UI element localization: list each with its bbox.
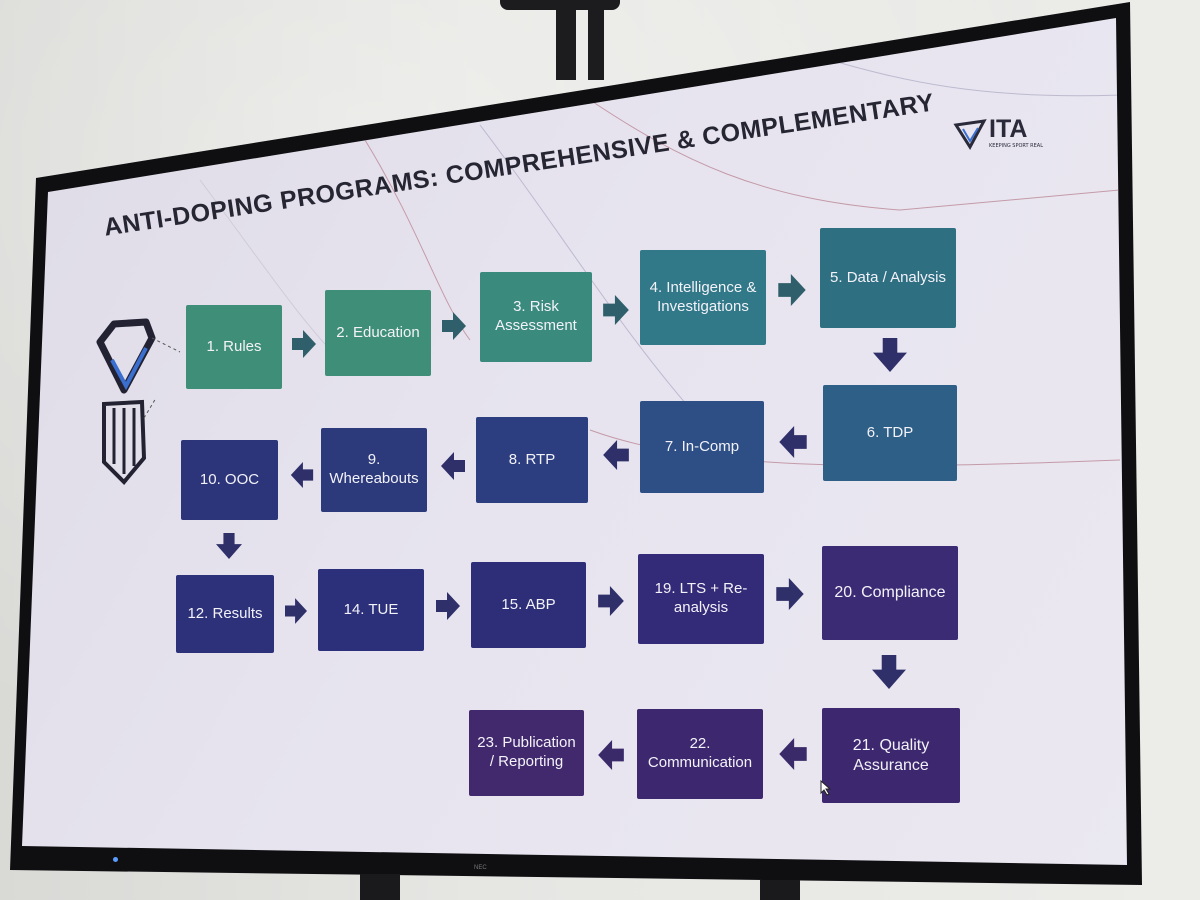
step-22-communication: 22. Communication [637,709,763,799]
step-1-rules: 1. Rules [186,305,282,389]
mount-pole-right [588,0,604,80]
arrow-down-20-21 [872,655,906,689]
bezel-brand-label: NEC [474,865,487,871]
mount-bracket [500,0,620,10]
step-10-ooc: 10. OOC [181,440,278,520]
mouse-cursor-icon [820,780,832,796]
arrow-down-5-6 [873,338,907,372]
arrow-left-6-7 [779,426,807,458]
brand-name: ITA [989,115,1028,143]
step-4-intelligence-investigations: 4. Intelligence & Investigations [640,250,766,345]
step-15-abp: 15. ABP [471,562,586,648]
step-2-education: 2. Education [325,290,431,376]
step-21-quality-assurance: 21. Quality Assurance [822,708,960,803]
brand-tagline: KEEPING SPORT REAL [989,143,1044,149]
ita-shield-icon [953,119,987,150]
arrow-right-14-15 [436,592,460,620]
step-5-data-analysis: 5. Data / Analysis [820,228,956,328]
arrow-right-12-14 [285,598,307,624]
step-9-whereabouts: 9. Whereabouts [321,428,427,512]
side-shield-logo-icon [96,318,181,394]
ita-brand: ITA KEEPING SPORT REAL [953,115,1063,157]
arrow-right-1-2 [292,330,316,358]
arrow-down-10-12 [216,533,242,559]
arrow-right-15-19 [598,586,624,616]
arrow-left-8-9 [441,452,465,480]
stand-leg-right [760,880,800,900]
arrow-right-2-3 [442,312,466,340]
arrow-right-19-20 [776,578,804,610]
step-6-tdp: 6. TDP [823,385,957,481]
arrow-right-4-5 [778,274,806,306]
side-shield-stripes-icon [102,398,157,485]
step-3-risk-assessment: 3. Risk Assessment [480,272,592,362]
step-7-in-comp: 7. In-Comp [640,401,764,493]
arrow-right-3-4 [603,295,629,325]
step-12-results: 12. Results [176,575,274,653]
step-14-tue: 14. TUE [318,569,424,651]
arrow-left-22-23 [598,740,624,770]
power-led [113,857,118,862]
mount-pole-left [556,0,576,80]
step-23-publication-reporting: 23. Publication / Reporting [469,710,584,796]
step-19-lts-reanalysis: 19. LTS + Re-analysis [638,554,764,644]
step-20-compliance: 20. Compliance [822,546,958,640]
stand-leg-left [360,874,400,900]
arrow-left-9-10 [290,462,314,488]
arrow-left-21-22 [779,738,807,770]
arrow-left-7-8 [603,440,629,470]
step-8-rtp: 8. RTP [476,417,588,503]
